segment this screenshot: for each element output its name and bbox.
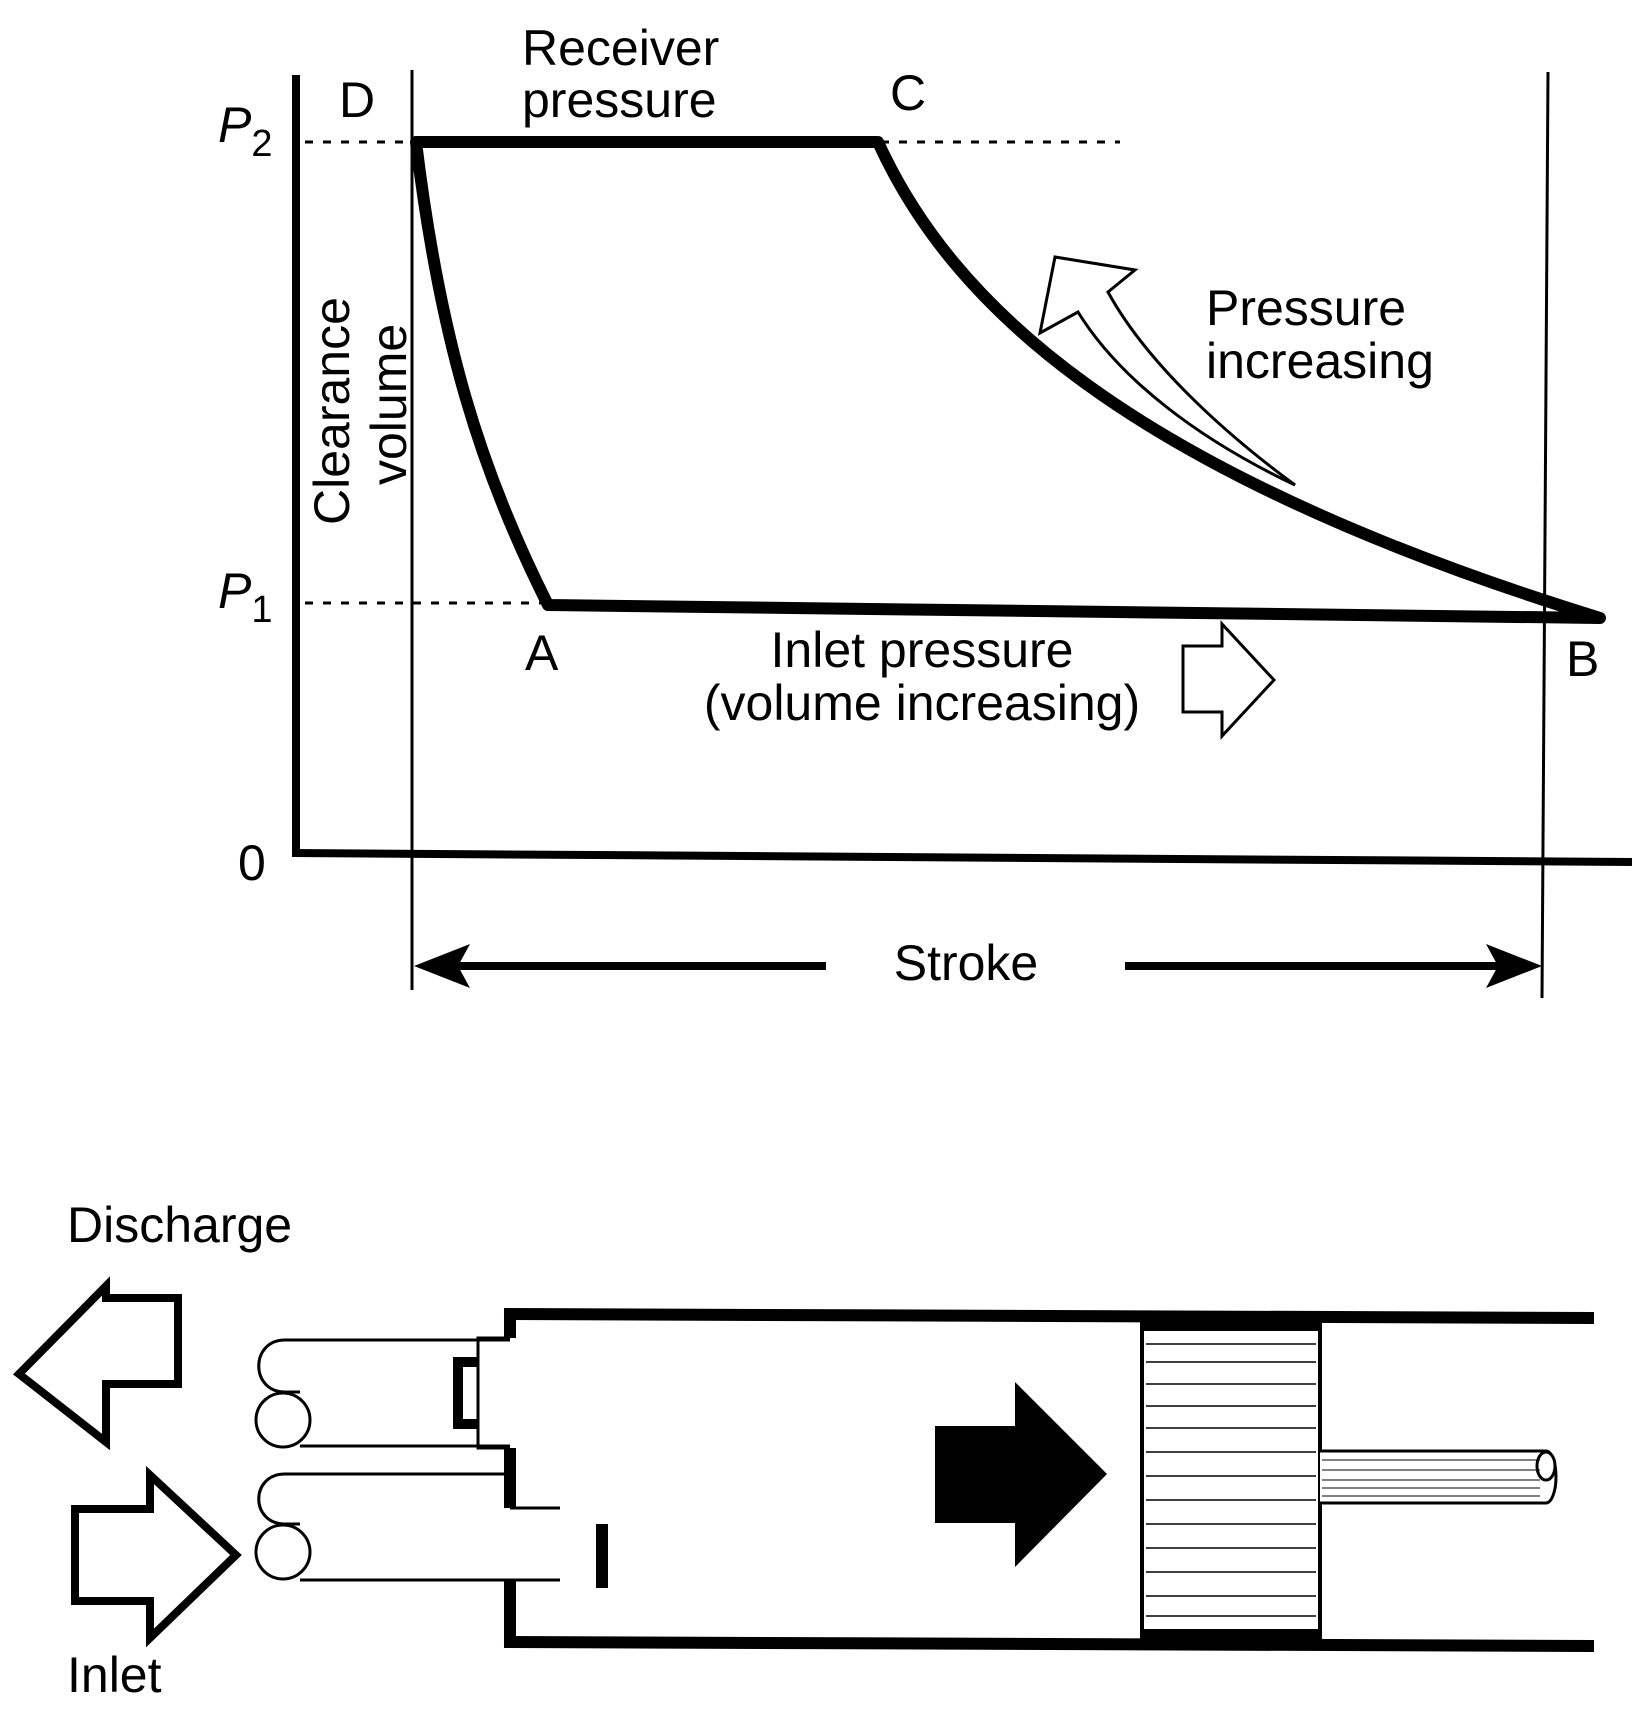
stroke-end-line [1540, 71, 1550, 999]
receiver-pressure-label-line1: Receiver [522, 20, 719, 76]
receiver-pressure-label-line2: pressure [522, 72, 717, 128]
piston-rod [1320, 1449, 1558, 1505]
stroke-label: Stroke [894, 935, 1039, 991]
inlet-pressure-label-line1: Inlet pressure [771, 622, 1074, 678]
piston [1140, 1318, 1322, 1642]
stroke-left-arrowhead [414, 944, 470, 988]
inlet-arrow [71, 1465, 242, 1648]
inlet-valve-spring [254, 1472, 510, 1582]
discharge-valve-spring [254, 1338, 510, 1449]
stroke-right-arrowhead [1486, 944, 1542, 988]
clearance-volume-label-line1: Clearance [304, 297, 360, 525]
discharge-label: Discharge [67, 1197, 292, 1253]
inlet-port [510, 1506, 560, 1582]
pressure-increasing-label-line1: Pressure [1206, 280, 1406, 336]
discharge-arrow [12, 1276, 182, 1451]
pressure-increasing-arrow [1037, 255, 1296, 487]
pv-cycle-curve [410, 136, 1606, 624]
inlet-pressure-label-line2: (volume increasing) [704, 675, 1140, 731]
point-a-label: A [525, 625, 559, 681]
point-c-label: C [890, 65, 926, 121]
zero-label: 0 [238, 835, 266, 891]
p2-label: P2 [218, 97, 273, 165]
point-d-label: D [339, 72, 375, 128]
piston-motion-arrow [935, 1382, 1107, 1567]
clearance-volume-label-line2: volume [361, 324, 417, 485]
compressor-cylinder: Discharge Inlet [12, 1197, 1595, 1703]
cylinder-top-wall [503, 1308, 1595, 1324]
inlet-label: Inlet [67, 1647, 162, 1703]
discharge-port [476, 1336, 510, 1450]
pressure-increasing-label-line2: increasing [1206, 333, 1434, 389]
volume-axis [291, 849, 1633, 866]
inlet-valve-plate [596, 1524, 608, 1588]
p1-label: P1 [218, 563, 273, 631]
pv-chart: P2 P1 0 D C A B Receiver pressure Pressu… [218, 20, 1633, 999]
cylinder-bottom-wall [503, 1636, 1595, 1652]
discharge-valve-plate [453, 1357, 478, 1429]
volume-increasing-arrow [1181, 620, 1277, 740]
point-b-label: B [1566, 631, 1599, 687]
